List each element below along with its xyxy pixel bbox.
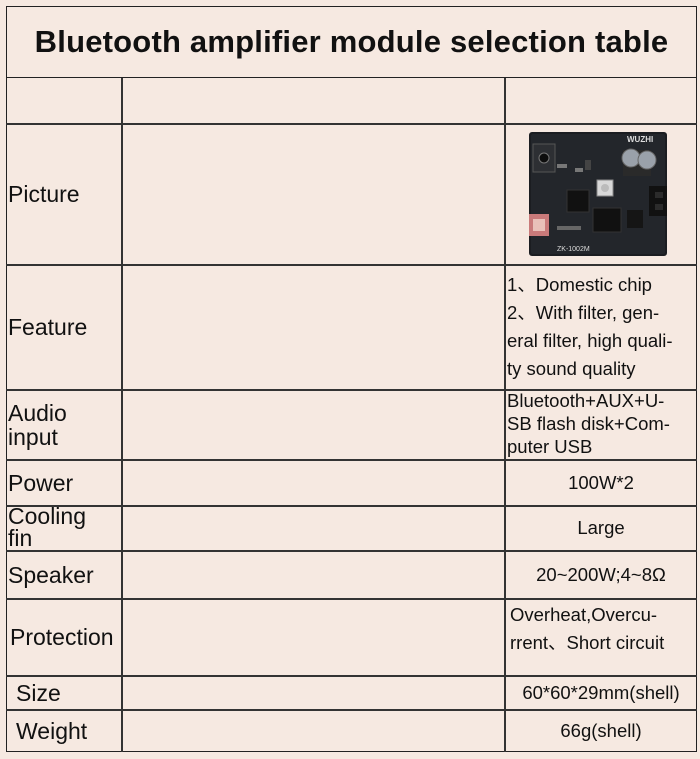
row-divider [6, 389, 697, 391]
row-label-weight: Weight [16, 718, 88, 744]
row-label-speaker: Speaker [8, 561, 94, 588]
row-divider [6, 459, 697, 461]
label-line: fin [8, 525, 33, 551]
row-divider [6, 598, 697, 600]
row-label-power: Power [8, 469, 74, 496]
selection-table [6, 6, 697, 752]
row-divider [6, 123, 697, 125]
board-model-text: ZK-1002M [557, 246, 590, 253]
protection-value: Overheat,Overcu- rrent、Short circuit [506, 601, 700, 657]
row-divider [6, 264, 697, 266]
audio-input-line: Bluetooth+AUX+U- [507, 390, 665, 411]
amplifier-board-image: WUZHI ZK-1002M [529, 132, 667, 256]
feature-line: ty sound quality [507, 358, 636, 379]
column-divider-left [121, 78, 123, 752]
feature-line: 1、Domestic chip [507, 274, 652, 295]
power-value: 100W*2 [568, 471, 634, 493]
protection-line: Overheat,Overcu- [510, 604, 658, 625]
row-label-cooling-fin: Cooling fin [8, 504, 122, 550]
audio-input-value: Bluetooth+AUX+U- SB flash disk+Com- pute… [506, 389, 697, 458]
feature-line: 2、With filter, gen- [507, 302, 660, 323]
size-value: 60*60*29mm(shell) [522, 681, 680, 703]
row-label-picture: Picture [8, 181, 80, 207]
speaker-value: 20~200W;4~8Ω [536, 563, 666, 585]
feature-value: 1、Domestic chip 2、With filter, gen- eral… [506, 271, 697, 383]
label-line: input [8, 424, 58, 450]
weight-value: 66g(shell) [560, 720, 642, 741]
audio-input-line: SB flash disk+Com- [507, 413, 670, 434]
feature-line: eral filter, high quali- [507, 330, 673, 351]
row-divider [6, 675, 697, 677]
table-title: Bluetooth amplifier module selection tab… [6, 6, 697, 78]
row-divider [6, 550, 697, 552]
column-divider-right [504, 78, 506, 752]
board-brand-text: WUZHI [627, 135, 653, 144]
row-label-size: Size [16, 679, 61, 706]
row-label-protection: Protection [10, 624, 114, 650]
label-line: Audio [8, 400, 67, 426]
audio-input-line: puter USB [507, 436, 593, 457]
label-line: Cooling [8, 503, 86, 529]
protection-line: rrent、Short circuit [510, 632, 665, 653]
row-divider [6, 505, 697, 507]
row-divider [6, 709, 697, 711]
cooling-fin-value: Large [577, 517, 625, 538]
row-label-audio-input: Audio input [8, 392, 122, 458]
row-label-feature: Feature [8, 314, 88, 340]
